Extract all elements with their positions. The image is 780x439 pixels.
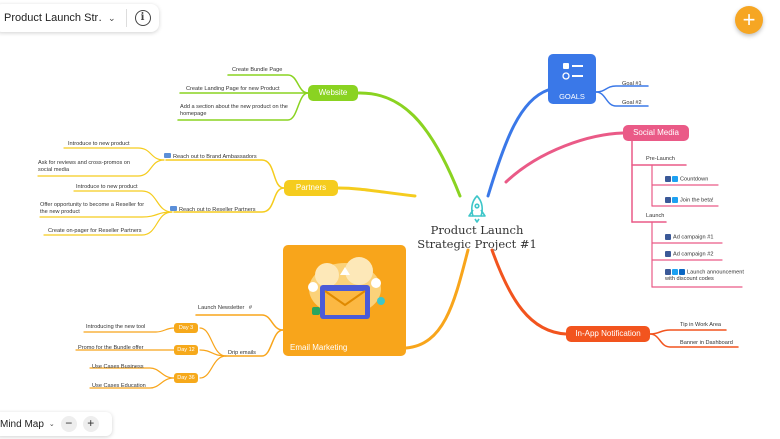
email-branch-lines [75, 248, 470, 389]
facebook-icon [665, 251, 671, 257]
central-topic-line-2: Strategic Project #1 [417, 237, 537, 251]
email-day-item[interactable]: Promo for the Bundle offer [78, 345, 144, 351]
countdown-label: Countdown [680, 176, 709, 183]
social-announcement[interactable]: Launch announcement with discount codes [665, 269, 747, 283]
day-36-pill[interactable]: Day 36 [174, 373, 198, 383]
goals-node[interactable]: GOALS [548, 54, 596, 104]
document-title-bar: Product Launch Str… ⌄ i [0, 4, 159, 32]
inapp-branch-lines [490, 248, 739, 348]
social-ad-1[interactable]: Ad campaign #1 [665, 234, 713, 241]
goals-branch-lines [486, 85, 649, 198]
social-ad-2[interactable]: Ad campaign #2 [665, 251, 713, 258]
email-day-item[interactable]: Use Cases Business [92, 364, 144, 370]
ad1-label: Ad campaign #1 [673, 234, 714, 241]
view-mode-label[interactable]: Mind Map [0, 418, 44, 430]
view-controls-bar: Mind Map ⌄ − + [0, 412, 112, 436]
social-countdown[interactable]: Countdown [665, 176, 708, 183]
partners-reseller-item[interactable]: Introduce to new product [76, 184, 138, 190]
email-drip[interactable]: Drip emails [228, 350, 256, 356]
rocket-icon [468, 195, 486, 223]
email-illustration-icon [308, 257, 385, 319]
goal-item[interactable]: Goal #1 [622, 81, 642, 87]
partners-brand-item[interactable]: Introduce to new product [68, 141, 130, 147]
twitter-icon [672, 269, 678, 275]
info-icon[interactable]: i [134, 10, 151, 26]
social-launch[interactable]: Launch [646, 213, 665, 219]
document-title[interactable]: Product Launch Str… [4, 12, 102, 24]
email-marketing-label: Email Marketing [290, 343, 348, 352]
join-beta-label: Join the beta! [680, 197, 714, 204]
partners-reseller-label: Reach out to Reseller Partners [179, 207, 256, 213]
contact-card-icon [164, 153, 171, 158]
zoom-in-button[interactable]: + [82, 416, 99, 432]
partners-branch-lines [37, 147, 417, 236]
facebook-icon [665, 197, 671, 203]
twitter-icon [672, 197, 678, 203]
social-branch-lines [504, 131, 743, 288]
newsletter-hash: # [248, 305, 253, 311]
facebook-icon [665, 234, 671, 240]
partners-reseller-item[interactable]: Offer opportunity to become a Reseller f… [40, 202, 145, 215]
email-day-item[interactable]: Use Cases Education [92, 383, 146, 389]
partners-reseller-partners[interactable]: Reach out to Reseller Partners [170, 206, 256, 214]
chevron-down-icon[interactable]: ⌄ [48, 421, 55, 428]
website-node[interactable]: Website [308, 85, 358, 101]
email-day-item[interactable]: Introducing the new tool [86, 324, 146, 330]
announcement-label: Launch announcement with discount codes [665, 269, 744, 283]
social-prelaunch[interactable]: Pre-Launch [646, 156, 675, 162]
twitter-icon [672, 176, 678, 182]
partners-node[interactable]: Partners [284, 180, 338, 196]
facebook-icon [665, 269, 671, 275]
partners-brand-label: Reach out to Brand Ambassadors [173, 154, 257, 160]
newsletter-label: Launch Newsletter [198, 305, 245, 311]
email-newsletter[interactable]: Launch Newsletter # [198, 305, 252, 312]
website-item[interactable]: Add a section about the new product on t… [180, 104, 288, 117]
add-button[interactable]: + [735, 6, 763, 34]
inapp-item[interactable]: Tip in Work Area [680, 322, 722, 328]
email-marketing-node[interactable]: Email Marketing [283, 245, 406, 356]
partners-brand-item[interactable]: Ask for reviews and cross-promos on soci… [38, 160, 131, 173]
website-item[interactable]: Create Bundle Page [232, 67, 283, 73]
linkedin-icon [679, 269, 685, 275]
partners-reseller-item[interactable]: Create on-pager for Reseller Partners [48, 228, 142, 234]
central-topic[interactable]: Product Launch Strategic Project #1 [417, 223, 537, 251]
zoom-out-button[interactable]: − [60, 416, 77, 432]
website-item[interactable]: Create Landing Page for new Product [186, 86, 280, 92]
facebook-icon [665, 176, 671, 182]
goals-label: GOALS [559, 92, 585, 101]
social-join-beta[interactable]: Join the beta! [665, 197, 714, 204]
day-3-pill[interactable]: Day 3 [174, 323, 198, 333]
social-media-node[interactable]: Social Media [623, 125, 689, 141]
checklist-icon [562, 63, 583, 80]
contact-card-icon [170, 206, 177, 211]
day-12-pill[interactable]: Day 12 [174, 345, 198, 355]
website-branch-lines [177, 74, 462, 198]
goal-item[interactable]: Goal #2 [622, 100, 642, 106]
title-bar-divider [125, 9, 127, 27]
partners-brand-ambassadors[interactable]: Reach out to Brand Ambassadors [164, 153, 257, 161]
ad2-label: Ad campaign #2 [673, 251, 714, 258]
inapp-notification-node[interactable]: In-App Notification [566, 326, 650, 342]
central-topic-line-1: Product Launch [430, 223, 524, 237]
title-dropdown-chevron-icon[interactable]: ⌄ [108, 12, 116, 23]
inapp-item[interactable]: Banner in Dashboard [680, 340, 733, 346]
